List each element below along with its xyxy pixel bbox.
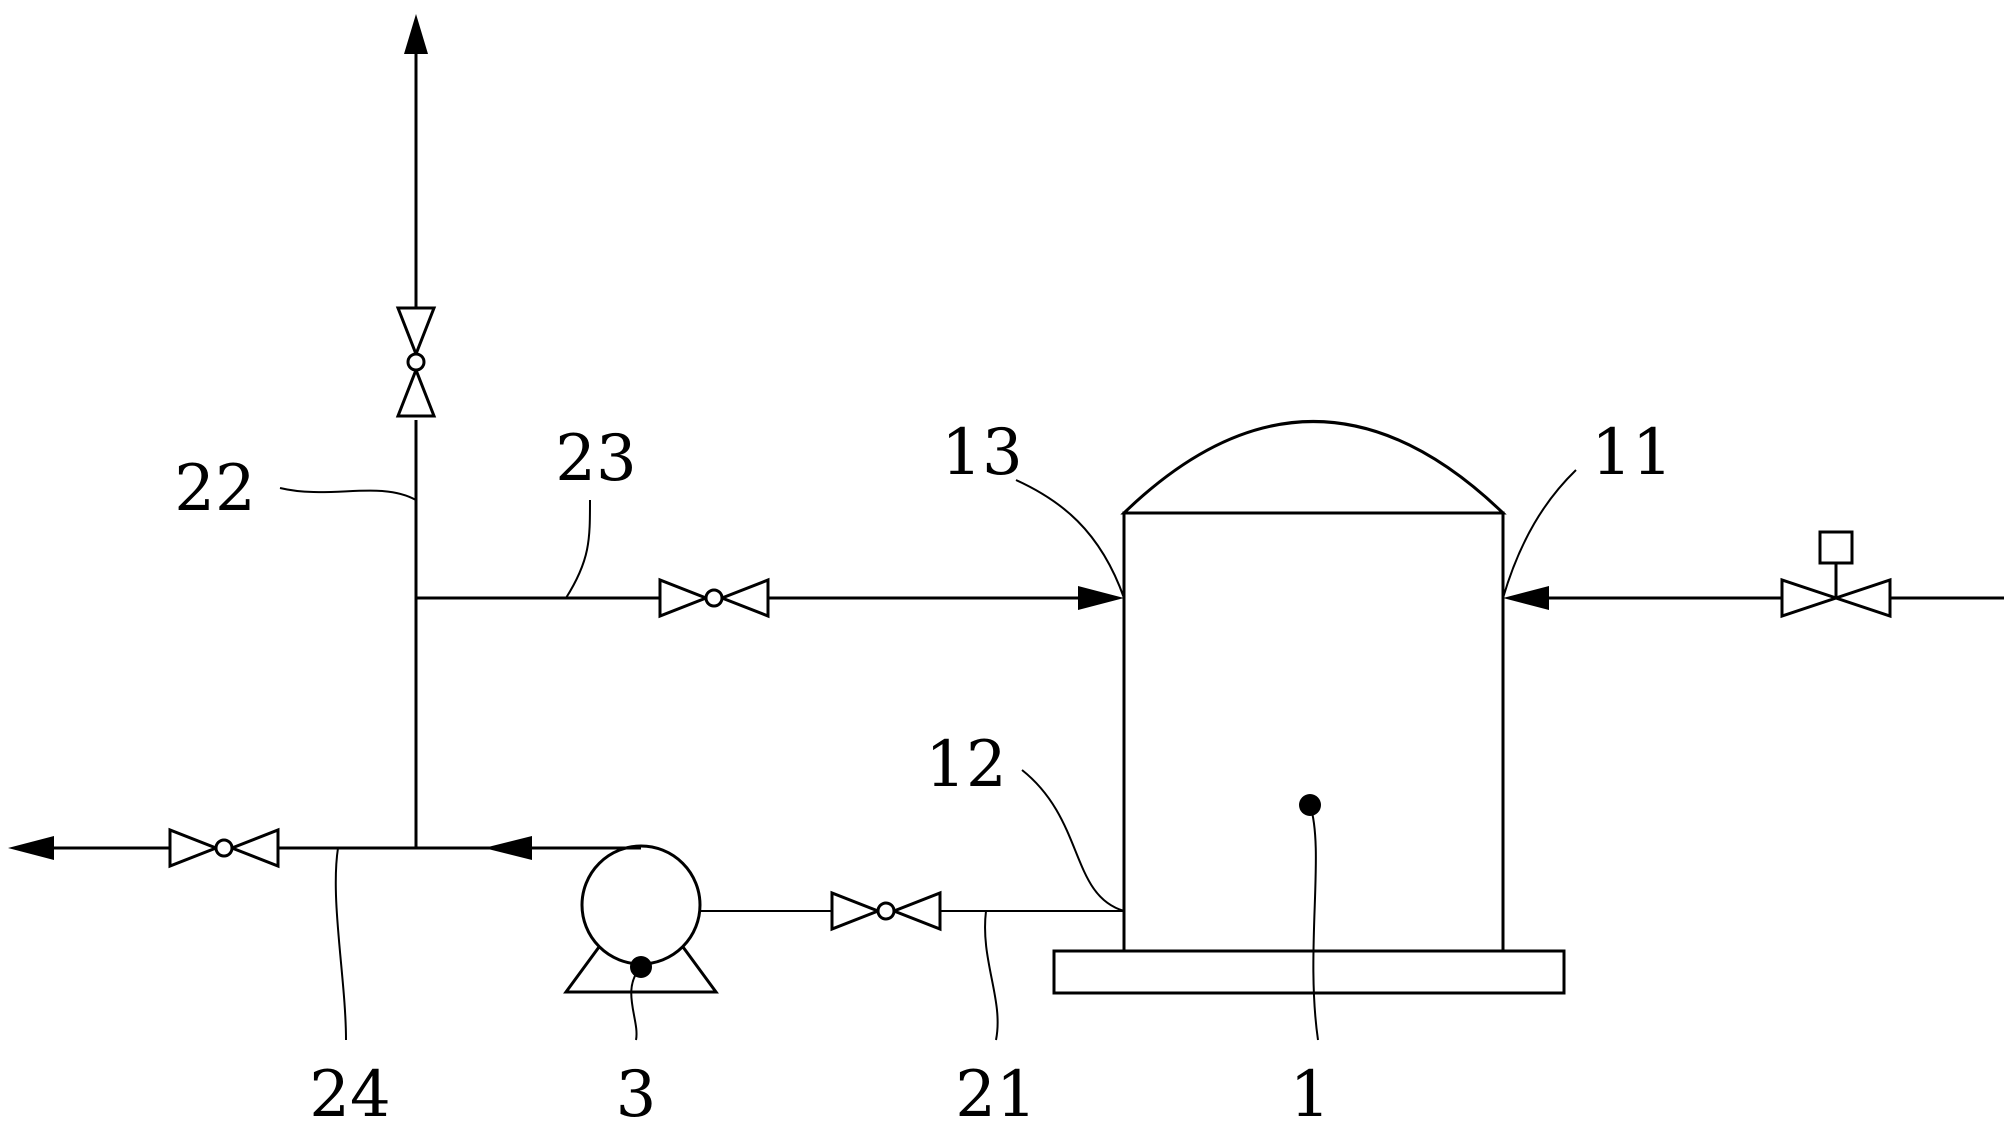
actuated-valve-icon	[1780, 530, 1892, 619]
valve-24-icon	[168, 827, 280, 869]
pump	[416, 844, 719, 994]
label-12: 12	[925, 728, 1006, 802]
valve-21-icon	[830, 890, 942, 932]
arrow-right-icon	[1078, 586, 1124, 610]
label-24: 24	[309, 1058, 390, 1127]
arrow-left-icon	[1503, 586, 1549, 610]
label-11: 11	[1591, 416, 1672, 490]
pipe-24	[8, 827, 532, 869]
pipe-22	[395, 14, 437, 848]
labels: 1 11 12 13 21 22 23 24 3	[174, 416, 1672, 1127]
tank	[1052, 420, 1566, 995]
pipe-21	[632, 890, 1124, 932]
tank-dome	[1120, 420, 1507, 515]
valve-vertical-icon	[395, 306, 437, 418]
leader-lines	[279, 469, 1577, 1041]
label-pump: 3	[616, 1058, 657, 1127]
valve-23-icon	[658, 577, 770, 619]
pipe-23	[416, 577, 1124, 619]
tank-body	[1122, 511, 1505, 953]
arrow-up-icon	[404, 14, 428, 54]
arrow-left-icon	[484, 836, 532, 860]
label-21: 21	[955, 1058, 1036, 1127]
label-22: 22	[174, 452, 255, 526]
arrow-left-icon	[8, 836, 54, 860]
tank-base	[1052, 949, 1566, 995]
label-tank: 1	[1290, 1058, 1331, 1127]
label-13: 13	[941, 416, 1022, 490]
inlet-11-pipe	[1503, 530, 2004, 619]
label-23: 23	[555, 422, 636, 496]
